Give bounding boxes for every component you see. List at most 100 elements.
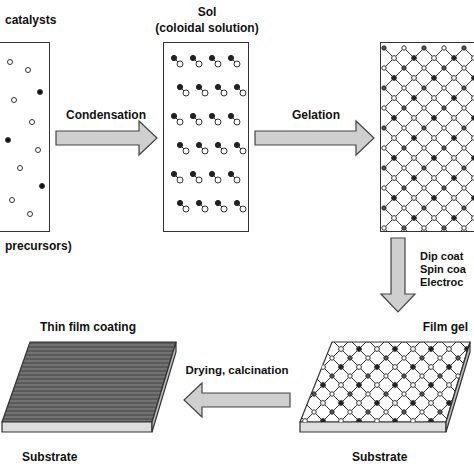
network-bond [424, 68, 444, 88]
network-bond [424, 168, 444, 188]
network-atom [402, 106, 406, 110]
network-bond [464, 148, 474, 168]
network-bond [314, 376, 332, 394]
network-atom [432, 56, 437, 61]
network-atom [366, 356, 370, 360]
network-bond [404, 208, 424, 228]
network-atom [442, 146, 446, 150]
network-atom [348, 338, 352, 342]
network-atom [411, 401, 416, 406]
network-atom [438, 392, 442, 396]
network-atom [432, 136, 437, 141]
network-atom [382, 86, 386, 90]
step-label: Drying, calcination [186, 364, 289, 378]
network-atom [462, 126, 466, 130]
network-atom [330, 410, 334, 414]
network-bond [368, 358, 386, 376]
network-atom [312, 374, 316, 378]
network-bond [422, 412, 440, 430]
node-caption: Substrate [352, 450, 407, 464]
network-bond [422, 376, 440, 394]
network-atom [429, 383, 434, 388]
molecule-atom [215, 119, 221, 125]
molecule-atom [190, 113, 195, 118]
particle [18, 166, 23, 171]
network-bond [424, 148, 444, 168]
network-bond [444, 68, 464, 88]
network-atom [472, 116, 474, 121]
network-bond [424, 48, 444, 68]
molecule-atom [228, 113, 233, 118]
network-atom [465, 383, 470, 388]
molecule-atom [171, 171, 176, 176]
molecule-atom [183, 148, 189, 154]
network-bond [440, 376, 458, 394]
network-atom [382, 206, 386, 210]
network-bond [440, 358, 458, 376]
network-atom [330, 374, 334, 378]
network-bond [384, 208, 404, 228]
network-bond [444, 108, 464, 128]
network-atom [462, 46, 466, 50]
network-atom [438, 356, 442, 360]
network-atom [392, 216, 397, 221]
network-atom [412, 196, 417, 201]
network-atom [312, 392, 316, 396]
network-bond [404, 376, 422, 394]
network-atom [452, 176, 457, 181]
network-bond [332, 394, 350, 412]
particle [40, 184, 45, 189]
network-bond [350, 412, 368, 430]
network-atom [432, 216, 437, 221]
network-bond [404, 48, 424, 68]
network-bond [444, 228, 464, 231]
network-atom [402, 186, 406, 190]
network-bond [296, 394, 314, 412]
network-atom [402, 410, 406, 414]
network-bond [444, 208, 464, 228]
network-atom [422, 206, 426, 210]
network-atom [442, 186, 446, 190]
network-bond [368, 394, 386, 412]
molecule-atom [234, 119, 240, 125]
network-bond [332, 340, 350, 358]
molecule-atom [234, 200, 239, 205]
network-bond [296, 412, 314, 430]
node-heading: Film gel [423, 320, 468, 334]
network-bond [444, 128, 464, 148]
node-heading: Sol [134, 5, 280, 19]
network-bond [386, 376, 404, 394]
network-bond [464, 148, 474, 168]
network-atom [465, 347, 470, 352]
network-bond [404, 412, 422, 430]
network-bond [296, 358, 314, 376]
molecule-atom [177, 119, 183, 125]
network-bond [422, 394, 440, 412]
network-bond [350, 376, 368, 394]
network-bond [384, 108, 404, 128]
network-atom [321, 383, 326, 388]
network-bond [350, 358, 368, 376]
network-bond [464, 108, 474, 128]
network-atom [339, 383, 344, 388]
molecule-atom [177, 84, 182, 89]
network-atom [447, 383, 452, 388]
network-atom [348, 374, 352, 378]
network-atom [452, 216, 457, 221]
film-gel-substrate-box: Film gelSubstrate [296, 318, 472, 470]
film-gel-network [294, 338, 474, 430]
network-bond [332, 412, 350, 430]
network-bond [440, 358, 458, 376]
network-atom [339, 347, 344, 352]
network-bond [314, 358, 332, 376]
network-atom [375, 383, 380, 388]
network-bond [424, 88, 444, 108]
network-atom [432, 96, 437, 101]
network-atom [303, 419, 308, 424]
network-atom [462, 106, 466, 110]
network-atom [452, 136, 457, 141]
network-bond [368, 376, 386, 394]
network-bond [350, 340, 368, 358]
network-atom [412, 156, 417, 161]
